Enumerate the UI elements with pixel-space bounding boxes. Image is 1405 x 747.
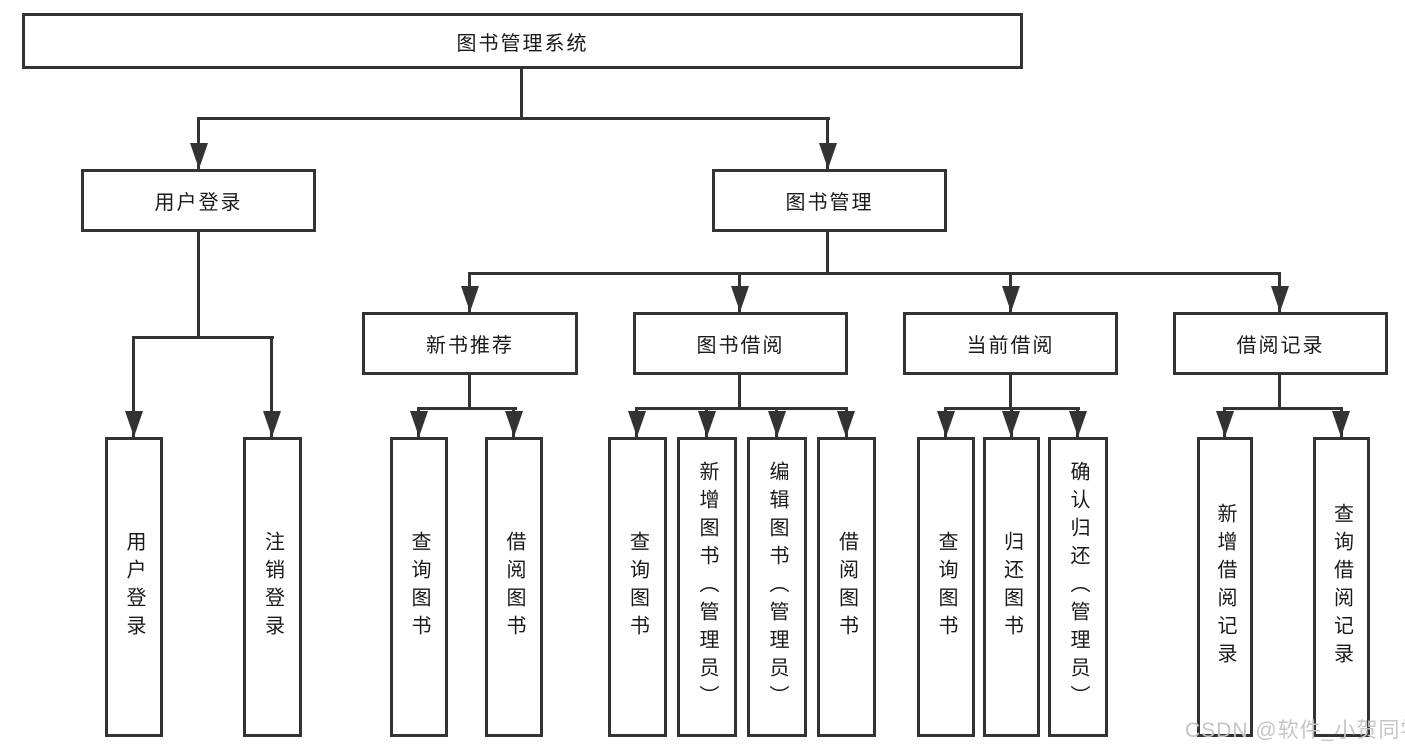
leaf-borrow-books-label: 借阅图书 — [835, 531, 858, 643]
arrow-down-icon — [768, 411, 786, 437]
node-current-borrow: 当前借阅 — [903, 312, 1118, 375]
connector-borrow-horizontal — [635, 407, 848, 410]
arrow-down-icon — [628, 411, 646, 437]
connector-mgmt-stub — [826, 231, 829, 275]
node-book-mgmt-label: 图书管理 — [785, 192, 874, 214]
connector-user-drop-2 — [270, 336, 273, 437]
leaf-add-books-admin: 新增图书（管理员） — [677, 437, 737, 737]
leaf-user-login-label: 用户登录 — [123, 531, 145, 643]
leaf-query-borrow-record-label: 查询借阅记录 — [1330, 503, 1353, 671]
node-book-mgmt: 图书管理 — [712, 169, 947, 232]
node-current-borrow-label: 当前借阅 — [966, 335, 1055, 357]
arrow-down-icon — [698, 411, 716, 437]
leaf-return-books-label: 归还图书 — [1000, 531, 1023, 643]
node-book-borrow-label: 图书借阅 — [696, 335, 785, 357]
node-borrow-records-label: 借阅记录 — [1236, 335, 1325, 357]
arrow-down-icon — [461, 286, 479, 312]
node-new-book-recommend: 新书推荐 — [362, 312, 578, 375]
arrow-down-icon — [1216, 411, 1234, 437]
arrow-down-icon — [1069, 411, 1087, 437]
connector-mgmt-horizontal — [468, 272, 1281, 275]
csdn-watermark: CSDN @软件_小贺同学 — [1185, 719, 1405, 742]
leaf-borrow-query-books: 查询图书 — [608, 437, 667, 737]
connector-user-horizontal — [132, 336, 274, 339]
connector-root-horizontal — [197, 117, 830, 120]
arrow-down-icon — [505, 411, 523, 437]
leaf-recommend-borrow-books-label: 借阅图书 — [503, 531, 525, 643]
arrow-down-icon — [819, 143, 837, 169]
leaf-query-borrow-record: 查询借阅记录 — [1313, 437, 1370, 737]
leaf-recommend-query-books: 查询图书 — [390, 437, 448, 737]
node-book-borrow: 图书借阅 — [633, 312, 848, 375]
arrow-down-icon — [1002, 411, 1020, 437]
node-new-book-recommend-label: 新书推荐 — [426, 335, 514, 357]
connector-root-stub — [520, 69, 523, 120]
arrow-down-icon — [837, 411, 855, 437]
node-root: 图书管理系统 — [22, 13, 1023, 69]
leaf-borrow-books: 借阅图书 — [817, 437, 876, 737]
leaf-add-borrow-record: 新增借阅记录 — [1197, 437, 1253, 737]
arrow-down-icon — [125, 411, 143, 437]
leaf-borrow-query-books-label: 查询图书 — [626, 531, 649, 643]
leaf-return-books: 归还图书 — [983, 437, 1040, 737]
arrow-down-icon — [1332, 411, 1350, 437]
leaf-recommend-query-books-label: 查询图书 — [408, 531, 430, 643]
leaf-current-query-books: 查询图书 — [917, 437, 975, 737]
arrow-down-icon — [190, 143, 208, 169]
leaf-add-books-admin-label: 新增图书（管理员） — [696, 461, 718, 713]
leaf-add-borrow-record-label: 新增借阅记录 — [1214, 503, 1236, 671]
arrow-down-icon — [410, 411, 428, 437]
node-user-login: 用户登录 — [81, 169, 316, 232]
node-borrow-records: 借阅记录 — [1173, 312, 1388, 375]
leaf-edit-books-admin: 编辑图书（管理员） — [747, 437, 807, 737]
leaf-logout-label: 注销登录 — [261, 531, 284, 643]
leaf-confirm-return-admin-label: 确认归还（管理员） — [1067, 461, 1089, 713]
arrow-down-icon — [1002, 286, 1020, 312]
leaf-current-query-books-label: 查询图书 — [935, 531, 957, 643]
node-user-login-label: 用户登录 — [154, 192, 243, 214]
connector-current-stub — [1009, 375, 1012, 410]
connector-borrow-stub — [738, 375, 741, 410]
leaf-user-login: 用户登录 — [105, 437, 163, 737]
connector-records-horizontal — [1223, 407, 1342, 410]
connector-recommend-horizontal — [417, 407, 517, 410]
arrow-down-icon — [937, 411, 955, 437]
arrow-down-icon — [263, 411, 281, 437]
leaf-edit-books-admin-label: 编辑图书（管理员） — [766, 461, 788, 713]
leaf-recommend-borrow-books: 借阅图书 — [485, 437, 543, 737]
connector-user-drop-1 — [132, 336, 135, 437]
node-root-label: 图书管理系统 — [456, 32, 589, 55]
connector-user-stub — [197, 231, 200, 339]
connector-recommend-stub — [468, 375, 471, 410]
leaf-confirm-return-admin: 确认归还（管理员） — [1048, 437, 1108, 737]
leaf-logout: 注销登录 — [243, 437, 302, 737]
arrow-down-icon — [1271, 286, 1289, 312]
arrow-down-icon — [731, 286, 749, 312]
connector-records-stub — [1278, 375, 1281, 410]
